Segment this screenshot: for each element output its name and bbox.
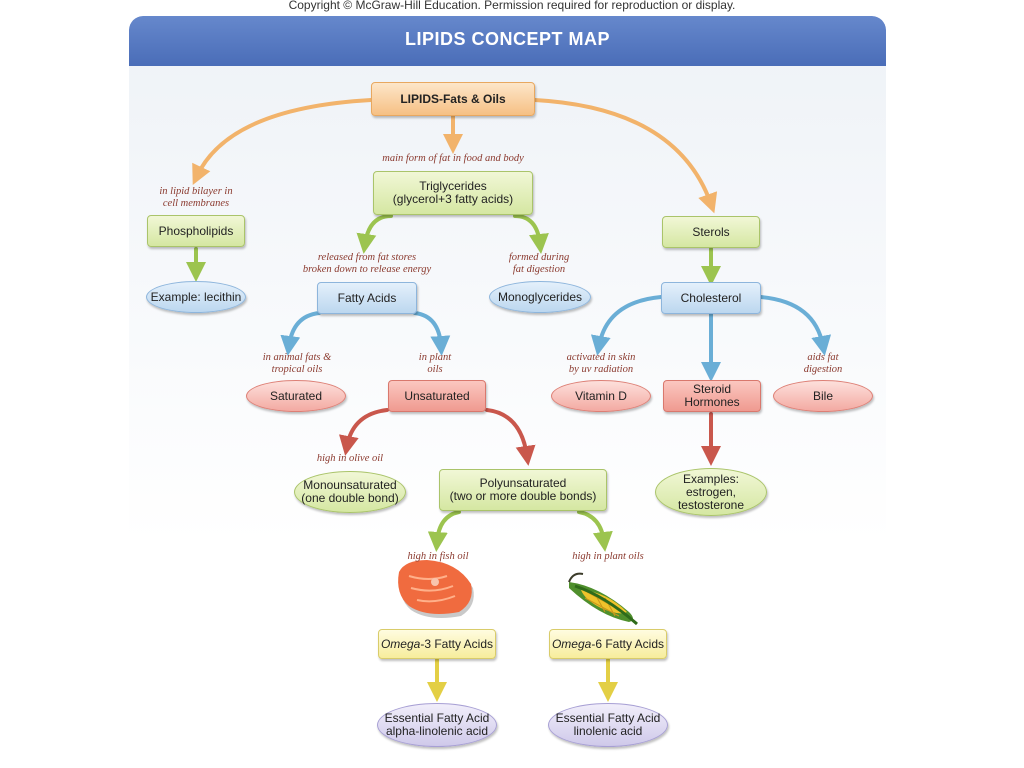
label-olive-oil: high in olive oil xyxy=(316,453,384,464)
arrow-triglycerides-monoglycerides xyxy=(513,214,549,254)
arrow-root-phospholipids xyxy=(192,98,373,186)
arrow-fatty-acids-unsaturated xyxy=(413,311,451,356)
label-fish-oil: high in fish oil xyxy=(407,551,469,562)
node-triglycerides: Triglycerides(glycerol+3 fatty acids) xyxy=(373,171,533,215)
title-bar: LIPIDS CONCEPT MAP xyxy=(129,16,886,66)
node-sterols: Sterols xyxy=(662,216,760,248)
page-title: LIPIDS CONCEPT MAP xyxy=(404,29,610,49)
arrow-unsaturated-monounsaturated xyxy=(339,408,389,456)
arrow-polyunsaturated-omega6 xyxy=(577,510,613,552)
arrow-root-sterols xyxy=(533,98,718,214)
node-unsaturated: Unsaturated xyxy=(388,380,486,412)
node-saturated: Saturated xyxy=(246,380,346,412)
arrow-cholesterol-vitamin-d xyxy=(590,295,663,356)
arrow-unsaturated-polyunsaturated xyxy=(485,408,536,466)
label-high-plant-oils: high in plant oils xyxy=(572,551,644,562)
label-animal-fats: in animal fats &tropical oils xyxy=(262,352,332,375)
arrow-cholesterol-bile xyxy=(759,295,832,356)
label-main-form: main form of fat in food and body xyxy=(382,153,524,164)
concept-map-panel: LIPIDS CONCEPT MAP xyxy=(129,16,886,768)
node-monounsaturated: Monounsaturated(one double bond) xyxy=(294,471,406,513)
node-example-lecithin: Example: lecithin xyxy=(146,281,246,313)
arrow-triglycerides-fatty-acids xyxy=(356,214,393,254)
arrow-fatty-acids-saturated xyxy=(280,311,321,356)
node-vitamin-d: Vitamin D xyxy=(551,380,651,412)
node-cholesterol: Cholesterol xyxy=(661,282,761,314)
connector-arrows xyxy=(186,98,832,702)
corn-cob-image xyxy=(568,572,638,626)
node-fatty-acids: Fatty Acids xyxy=(317,282,417,314)
salmon-steak-image xyxy=(398,560,474,618)
node-omega-3: Omega-3 Fatty Acids xyxy=(378,629,496,659)
arrow-polyunsaturated-omega3 xyxy=(427,510,461,552)
node-monoglycerides: Monoglycerides xyxy=(489,281,591,313)
node-bile: Bile xyxy=(773,380,873,412)
node-lipids-root: LIPIDS-Fats & Oils xyxy=(371,82,535,116)
node-phospholipids: Phospholipids xyxy=(147,215,245,247)
node-hormone-examples: Examples:estrogen,testosterone xyxy=(655,468,767,516)
node-omega-6: Omega-6 Fatty Acids xyxy=(549,629,667,659)
copyright-notice: Copyright © McGraw-Hill Education. Permi… xyxy=(288,0,736,12)
node-polyunsaturated: Polyunsaturated(two or more double bonds… xyxy=(439,469,607,511)
